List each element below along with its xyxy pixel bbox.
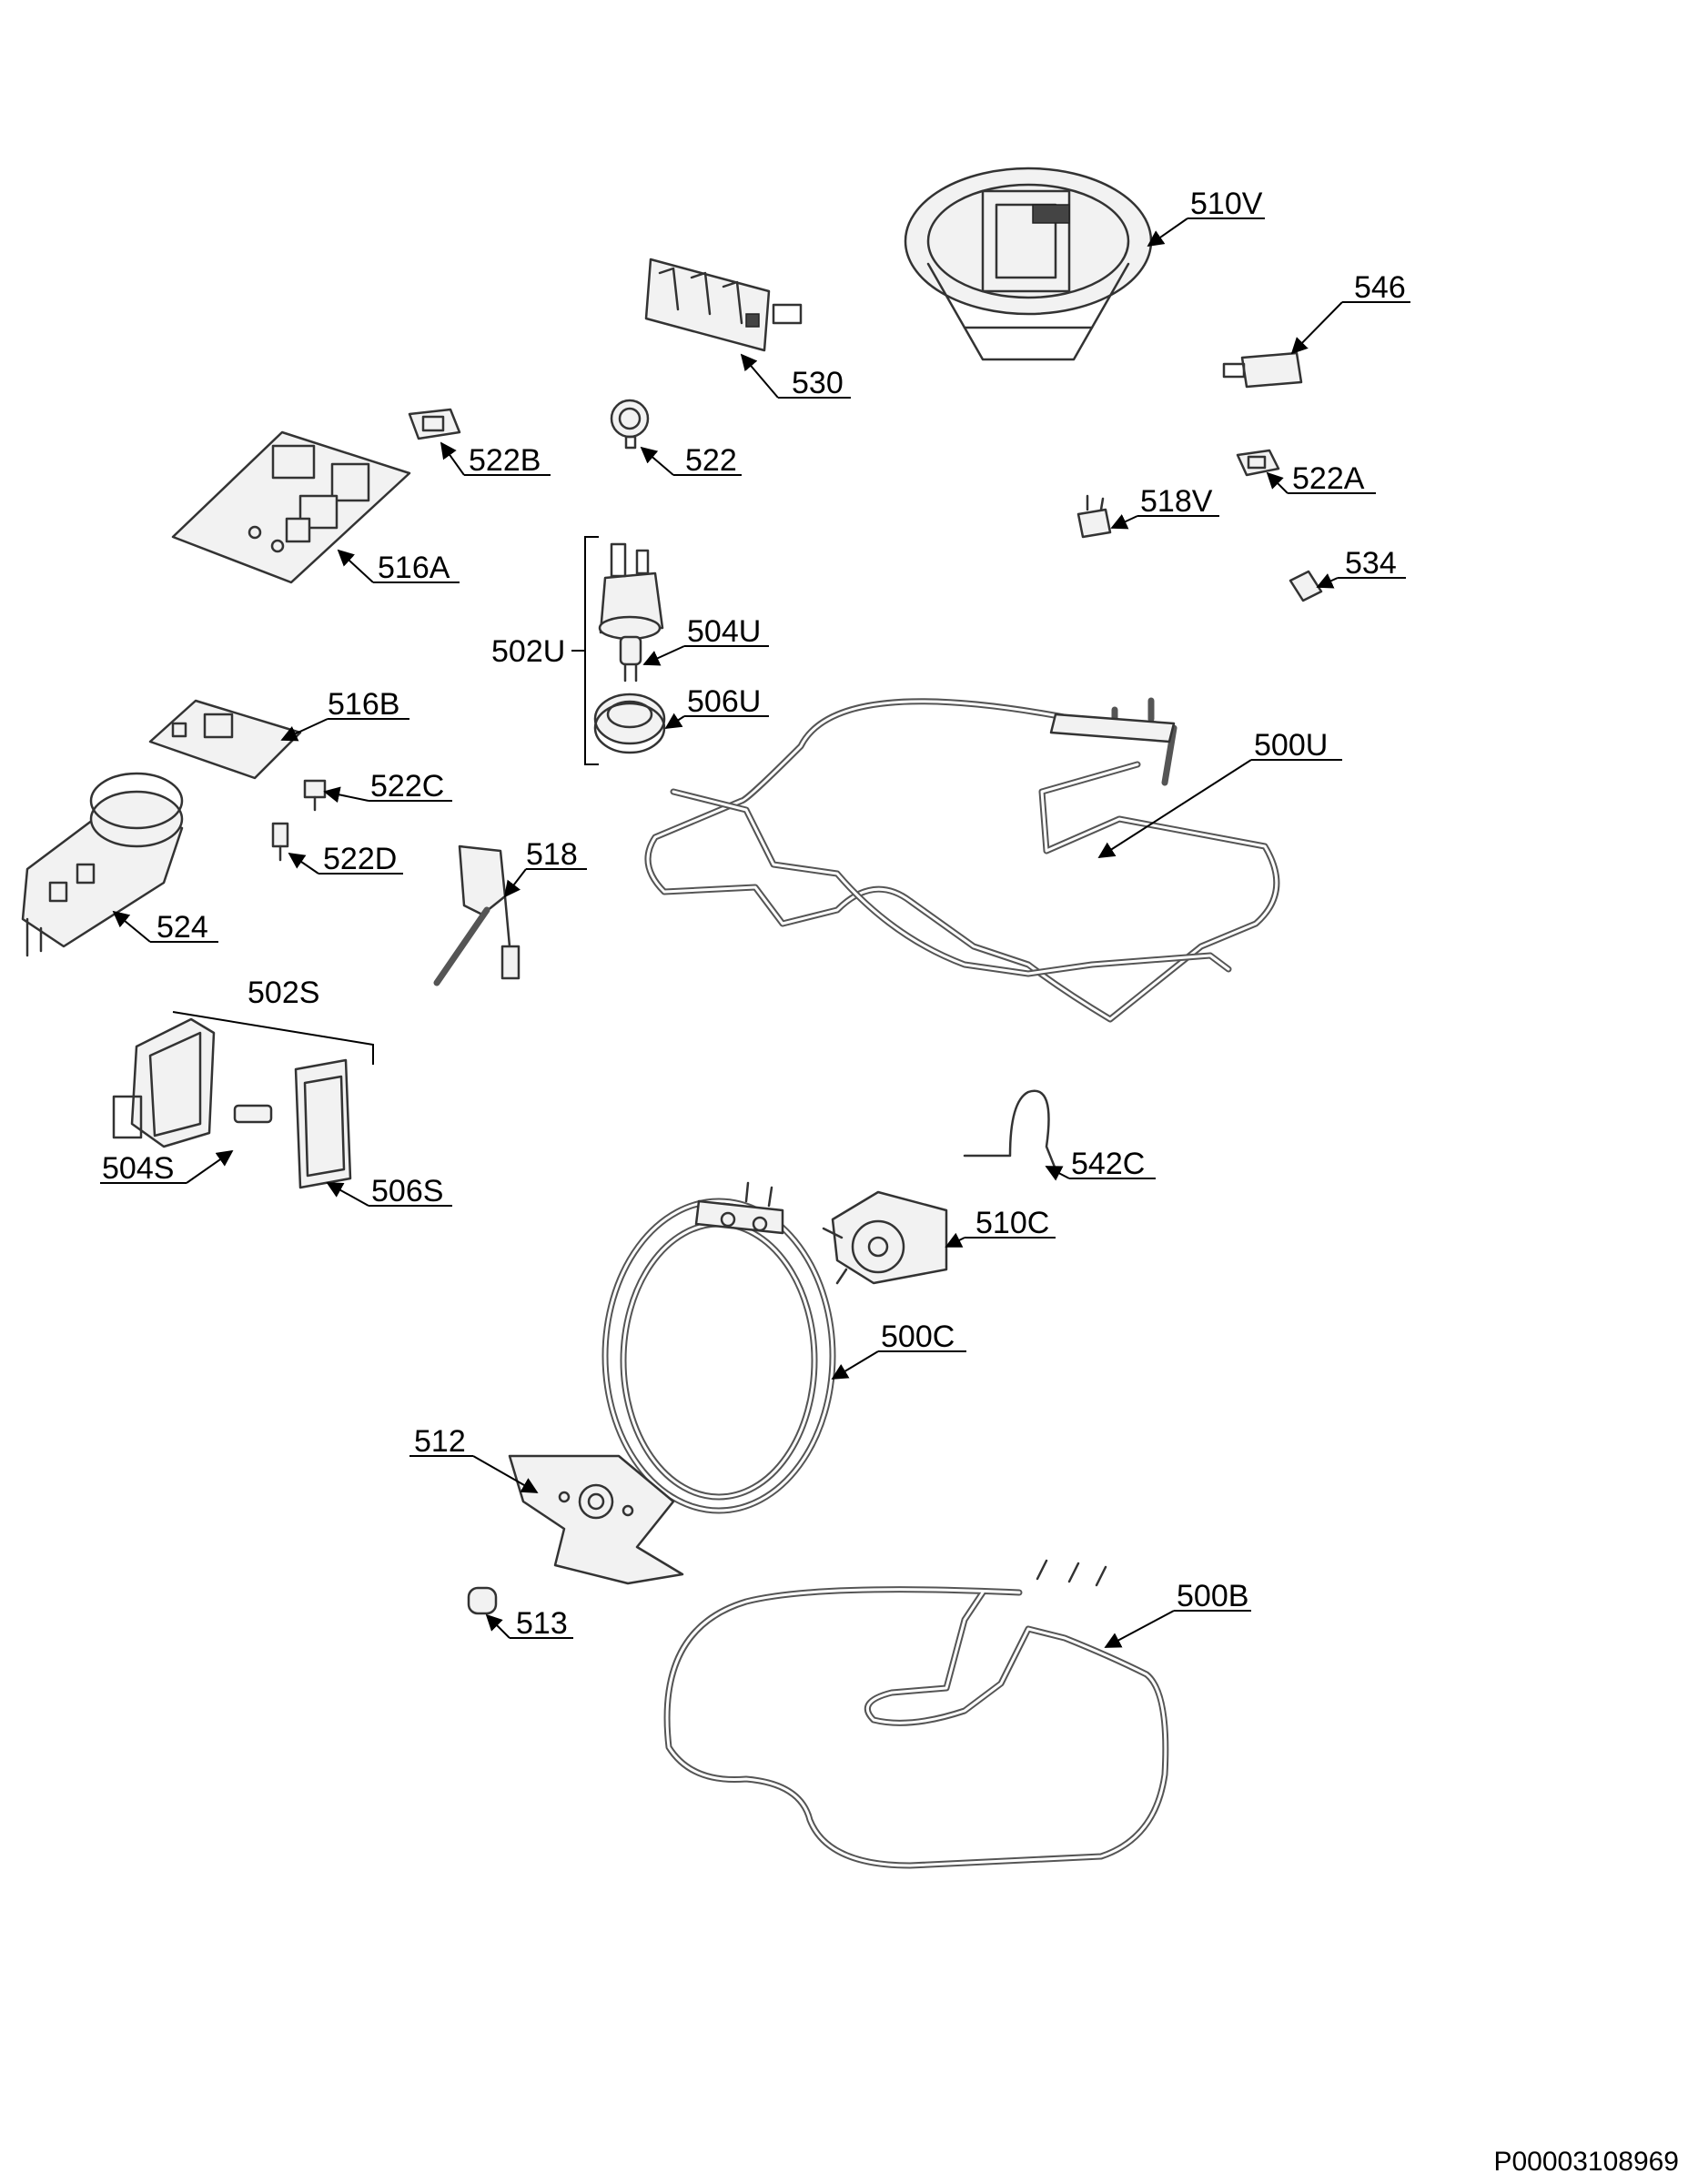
label-502S: 502S <box>248 976 319 1010</box>
label-510C: 510C <box>975 1206 1049 1240</box>
label-510V: 510V <box>1190 187 1263 221</box>
leader-530 <box>740 353 779 399</box>
label-504U: 504U <box>687 614 761 649</box>
leader-506U <box>664 713 685 729</box>
part-524-door-lock <box>21 772 184 957</box>
label-513: 513 <box>516 1606 568 1641</box>
part-522C <box>303 779 327 812</box>
leader-522 <box>640 446 674 476</box>
label-542C: 542C <box>1071 1147 1145 1181</box>
part-534 <box>1289 570 1323 602</box>
part-516A-control-board <box>171 430 411 584</box>
label-516A: 516A <box>378 551 450 585</box>
leader-534 <box>1316 573 1339 589</box>
part-516B-board <box>148 699 302 780</box>
leader-504S <box>186 1149 234 1184</box>
leader-516B <box>280 718 328 742</box>
label-500U: 500U <box>1254 728 1328 763</box>
part-502U-lamp-assembly <box>571 536 666 765</box>
part-518V <box>1076 494 1112 539</box>
leader-522B <box>440 441 465 476</box>
part-542C-clip <box>963 1089 1057 1171</box>
leader-546 <box>1290 301 1343 355</box>
part-510V-fan-motor <box>904 167 1153 361</box>
label-546: 546 <box>1354 270 1406 305</box>
part-512-fan-blade <box>508 1454 684 1585</box>
leader-510C <box>945 1232 965 1248</box>
leader-518 <box>503 868 527 898</box>
label-522D: 522D <box>323 842 397 876</box>
label-502U: 502U <box>491 634 565 669</box>
label-534: 534 <box>1345 546 1397 581</box>
part-522D <box>271 822 289 862</box>
part-500C-circular-heating-element <box>601 1181 836 1514</box>
leader-500B <box>1104 1610 1175 1648</box>
label-504S: 504S <box>102 1151 174 1186</box>
label-518: 518 <box>526 837 578 872</box>
diagram-reference-number: P00003108969 <box>1493 2147 1679 2177</box>
leader-500U <box>1097 759 1252 858</box>
part-518-sensor <box>433 844 521 986</box>
part-513-nut <box>467 1586 498 1615</box>
leader-522C <box>323 786 369 804</box>
part-522A <box>1236 449 1280 477</box>
leader-510V <box>1147 217 1188 248</box>
leader-500C <box>831 1350 879 1380</box>
label-522A: 522A <box>1292 461 1365 496</box>
label-506S: 506S <box>371 1174 443 1208</box>
part-500U-top-heating-element <box>644 697 1280 1023</box>
part-500B-bottom-heating-element <box>663 1559 1169 1869</box>
label-524: 524 <box>157 910 208 945</box>
label-518V: 518V <box>1140 484 1213 519</box>
part-530-terminal-block <box>644 258 803 352</box>
leader-512 <box>472 1455 539 1493</box>
part-546 <box>1222 351 1303 389</box>
leader-524 <box>112 910 151 943</box>
leader-522A <box>1266 471 1289 494</box>
label-500B: 500B <box>1177 1579 1248 1613</box>
leader-542C <box>1045 1166 1070 1181</box>
label-522: 522 <box>685 443 737 478</box>
leader-504U <box>642 645 685 666</box>
leader-522D <box>288 852 319 875</box>
label-522B: 522B <box>469 443 541 478</box>
part-522 <box>610 399 650 450</box>
part-502S-lamp-side-assembly <box>112 1011 374 1189</box>
part-510C-motor <box>822 1190 948 1285</box>
label-530: 530 <box>792 366 844 400</box>
label-500C: 500C <box>881 1320 955 1354</box>
label-516B: 516B <box>328 687 399 722</box>
leader-516A <box>337 549 374 583</box>
label-506U: 506U <box>687 684 761 719</box>
part-522B <box>408 408 461 440</box>
label-522C: 522C <box>370 769 444 804</box>
leader-513 <box>485 1613 510 1639</box>
label-512: 512 <box>414 1424 466 1459</box>
leader-506S <box>326 1182 369 1207</box>
leader-518V <box>1110 514 1138 530</box>
